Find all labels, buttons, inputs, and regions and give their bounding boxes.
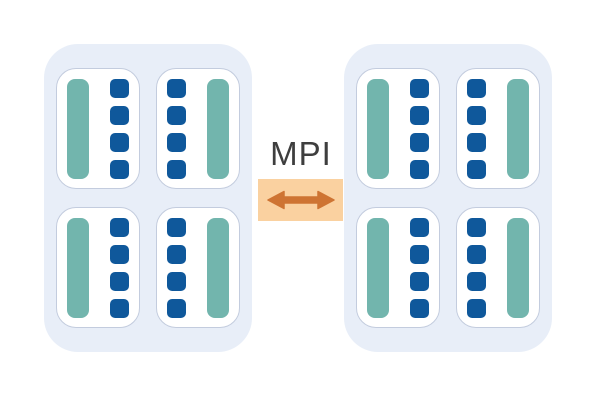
cpu-socket xyxy=(356,68,440,189)
cpu-core xyxy=(167,244,186,264)
cpu-core xyxy=(110,271,129,291)
mpi-label: MPI xyxy=(270,135,332,172)
cpu-core xyxy=(410,159,429,179)
cpu-socket xyxy=(56,68,140,189)
mpi-link-box xyxy=(258,179,343,221)
core-column xyxy=(110,78,129,179)
core-column xyxy=(410,217,429,318)
cpu-core xyxy=(110,159,129,179)
cpu-core xyxy=(167,298,186,318)
cpu-core xyxy=(410,298,429,318)
memory-bar xyxy=(207,78,229,179)
cpu-socket xyxy=(156,207,240,328)
cpu-socket xyxy=(156,68,240,189)
memory-bar xyxy=(507,78,529,179)
cpu-core xyxy=(467,132,486,152)
cpu-core xyxy=(467,298,486,318)
memory-bar xyxy=(507,217,529,318)
cpu-core xyxy=(110,298,129,318)
cpu-core xyxy=(467,271,486,291)
cpu-core xyxy=(410,132,429,152)
memory-bar xyxy=(207,217,229,318)
cpu-core xyxy=(467,244,486,264)
memory-bar xyxy=(367,217,389,318)
core-column xyxy=(167,78,186,179)
core-column xyxy=(467,78,486,179)
compute-node xyxy=(44,44,252,352)
cpu-socket xyxy=(356,207,440,328)
memory-bar xyxy=(367,78,389,179)
core-column xyxy=(410,78,429,179)
cpu-core xyxy=(410,217,429,237)
core-column xyxy=(110,217,129,318)
cpu-core xyxy=(167,105,186,125)
core-column xyxy=(467,217,486,318)
cpu-core xyxy=(410,78,429,98)
cpu-core xyxy=(167,78,186,98)
cpu-core xyxy=(410,105,429,125)
cpu-core xyxy=(410,244,429,264)
cpu-core xyxy=(167,217,186,237)
cpu-core xyxy=(467,105,486,125)
cpu-socket xyxy=(56,207,140,328)
cpu-core xyxy=(167,271,186,291)
cpu-core xyxy=(467,159,486,179)
cpu-core xyxy=(467,78,486,98)
memory-bar xyxy=(67,217,89,318)
cpu-core xyxy=(410,271,429,291)
compute-node xyxy=(344,44,552,352)
cpu-core xyxy=(110,105,129,125)
cpu-core xyxy=(167,132,186,152)
cpu-socket xyxy=(456,207,540,328)
cpu-core xyxy=(110,217,129,237)
cpu-socket xyxy=(456,68,540,189)
core-column xyxy=(167,217,186,318)
cpu-core xyxy=(110,244,129,264)
mpi-bidirectional-arrow-icon xyxy=(266,190,335,210)
cpu-core xyxy=(110,78,129,98)
cpu-core xyxy=(167,159,186,179)
memory-bar xyxy=(67,78,89,179)
cpu-core xyxy=(467,217,486,237)
cpu-core xyxy=(110,132,129,152)
